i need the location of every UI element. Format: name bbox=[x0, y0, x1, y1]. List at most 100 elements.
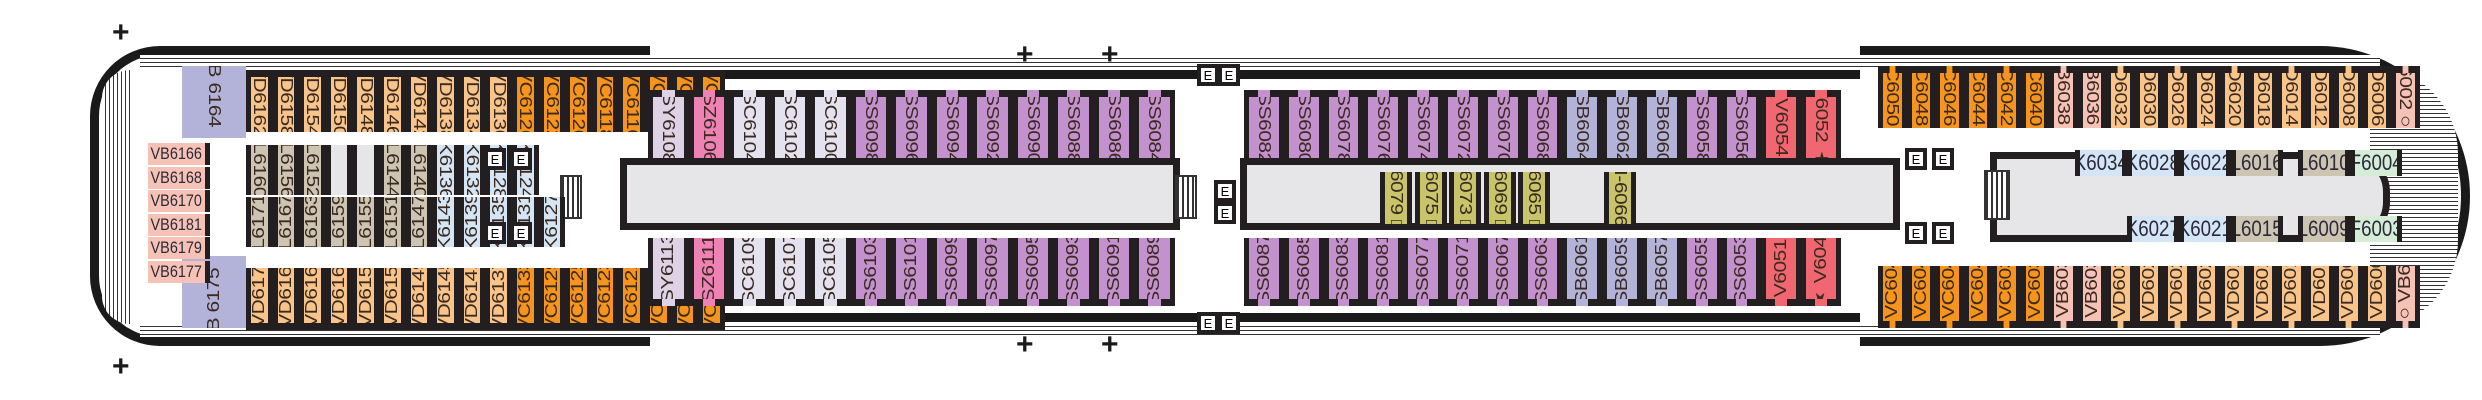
cabin-vc6122[interactable]: VC6122 bbox=[538, 70, 566, 132]
cabin-vd6032[interactable]: VD6032○ bbox=[2106, 66, 2135, 128]
cabin-l6156[interactable]: L6156 bbox=[272, 145, 300, 195]
cabin-ss6063[interactable]: SS6063 bbox=[1522, 238, 1563, 306]
cabin-ss6053[interactable]: SS6053 bbox=[1721, 238, 1762, 306]
cabin-ss6078[interactable]: SS6078 bbox=[1323, 90, 1364, 158]
cabin-vb6035[interactable]: □VB6035 bbox=[2049, 266, 2078, 328]
cabin-ss6103[interactable]: SS6103 bbox=[850, 238, 891, 306]
cabin-ss6077[interactable]: SS6077 bbox=[1403, 238, 1443, 306]
cabin-vb6177[interactable]: VB6177 bbox=[148, 260, 210, 283]
cabin-vc6133[interactable]: VC6133 bbox=[512, 268, 539, 330]
cabin-vd6024[interactable]: VD6024○ bbox=[2191, 66, 2220, 128]
cabin-vd6026[interactable]: VD6026○ bbox=[2163, 66, 2192, 128]
cabin-vd6011[interactable]: ○VD6011 bbox=[2305, 266, 2334, 328]
cabin-l6171[interactable]: L6171 bbox=[246, 197, 273, 247]
cabin-f6004[interactable]: F6004 bbox=[2350, 150, 2402, 176]
cabin-vc6040[interactable]: VC6040○ bbox=[2020, 66, 2049, 128]
cabin-sb6057[interactable]: SB6057 bbox=[1642, 238, 1682, 306]
cabin-vc6129[interactable]: VC6129 bbox=[538, 268, 566, 330]
cabin-ss6086[interactable]: SS6086 bbox=[1093, 90, 1134, 158]
cabin-l6015[interactable]: L6015 bbox=[2231, 216, 2283, 242]
cabin-sc6100[interactable]: SC6100 bbox=[810, 90, 851, 158]
cabin-sy6108[interactable]: SY6108 bbox=[648, 90, 689, 158]
cabin-ss6072[interactable]: SS6072 bbox=[1443, 90, 1483, 158]
cabin-vd6148[interactable]: VD6148* bbox=[352, 70, 379, 132]
cabin-ss6084[interactable]: SS6084 bbox=[1134, 90, 1175, 158]
cabin-k6022[interactable]: K6022 bbox=[2179, 150, 2231, 176]
cabin-vd6007[interactable]: ○VD6007 bbox=[2334, 266, 2363, 328]
cabin-ss6067[interactable]: SS6067 bbox=[1482, 238, 1523, 306]
cabin-l6151[interactable]: L6151 bbox=[379, 197, 406, 247]
cabin-ss6056[interactable]: SS6056 bbox=[1721, 90, 1762, 158]
cabin-vc6120[interactable]: VC6120 bbox=[565, 70, 592, 132]
cabin-ss6068[interactable]: SS6068 bbox=[1522, 90, 1563, 158]
cabin-sb6059[interactable]: SB6059 bbox=[1602, 238, 1642, 306]
cabin-vd6161[interactable]: *VD6161 bbox=[325, 268, 353, 330]
cabin-sz6106[interactable]: SZ6106 bbox=[688, 90, 729, 158]
cabin-sy6113[interactable]: SY6113 bbox=[648, 238, 689, 306]
cabin-ss6099[interactable]: SS6099 bbox=[931, 238, 972, 306]
cabin-ss6101[interactable]: SS6101 bbox=[891, 238, 932, 306]
cabin-vd6142[interactable]: VD6142 bbox=[405, 70, 433, 132]
cabin-vd6030[interactable]: VD6030○ bbox=[2134, 66, 2163, 128]
cabin-ss6080[interactable]: SS6080 bbox=[1283, 90, 1324, 158]
cabin-k6143[interactable]: K6143 bbox=[432, 197, 459, 247]
cabin-sb6061[interactable]: SB6061 bbox=[1562, 238, 1603, 306]
cabin-vd6025[interactable]: ○VD6025 bbox=[2163, 266, 2192, 328]
cabin-sc6109[interactable]: SC6109 bbox=[729, 238, 770, 306]
cabin-sc6102[interactable]: SC6102 bbox=[769, 90, 810, 158]
cabin-l6147[interactable]: L6147 bbox=[405, 197, 433, 247]
cabin-ss6081[interactable]: SS6081 bbox=[1363, 238, 1404, 306]
cabin-ss6087[interactable]: SS6087 bbox=[1244, 238, 1284, 306]
cabin-vc6043[interactable]: ○VC6043 bbox=[1935, 266, 1964, 328]
cabin-l6140[interactable]: L6140 bbox=[405, 145, 433, 195]
cabin-vd6018[interactable]: VD6018○ bbox=[2248, 66, 2277, 128]
cabin-vb6033[interactable]: □VB6033 bbox=[2077, 266, 2106, 328]
cabin-l6167[interactable]: L6167 bbox=[272, 197, 300, 247]
cabin-sb6164[interactable]: SB 6164 ○ bbox=[182, 66, 246, 138]
cabin-vd6153[interactable]: *VD6153 bbox=[379, 268, 406, 330]
cabin-v6051[interactable]: V6051 bbox=[1761, 238, 1802, 306]
cabin-k6027[interactable]: K6027 bbox=[2127, 216, 2179, 242]
cabin-vd6145[interactable]: VD6145 bbox=[432, 268, 459, 330]
cabin-vd6008[interactable]: VD6008○ bbox=[2334, 66, 2363, 128]
cabin-vc6042[interactable]: VC6042○ bbox=[1992, 66, 2021, 128]
cabin-vb6179[interactable]: VB6179 bbox=[148, 237, 210, 259]
cabin-k6132[interactable]: K6132 bbox=[458, 145, 486, 195]
cabin-vc6126[interactable]: VC6126 bbox=[512, 70, 539, 132]
cabin-k6127[interactable]: K6127 bbox=[538, 197, 566, 247]
cabin-ss6071[interactable]: SS6071 bbox=[1443, 238, 1483, 306]
cabin-l6159[interactable]: L6159 bbox=[325, 197, 353, 247]
cabin-vd6162[interactable]: VD6162* bbox=[246, 70, 273, 132]
cabin-vb6166[interactable]: VB6166 bbox=[148, 143, 210, 165]
cabin-k6139[interactable]: K6139 bbox=[458, 197, 486, 247]
cabin-v6049[interactable]: ★ V6049 bbox=[1801, 238, 1841, 306]
cabin-ss6094[interactable]: SS6094 bbox=[931, 90, 972, 158]
cabin-vd6154[interactable]: VD6154* bbox=[299, 70, 326, 132]
cabin-vd6019[interactable]: ○VD6019 bbox=[2220, 266, 2249, 328]
cabin-ss6097[interactable]: SS6097 bbox=[972, 238, 1013, 306]
cabin-ss6085[interactable]: SS6085 bbox=[1283, 238, 1324, 306]
cabin-vd6012[interactable]: VD6012○ bbox=[2305, 66, 2334, 128]
cabin-vd6165[interactable]: *VD6165 bbox=[299, 268, 326, 330]
cabin-vc6044[interactable]: VC6044○ bbox=[1963, 66, 1992, 128]
cabin-vd6023[interactable]: ○VD6023 bbox=[2191, 266, 2220, 328]
cabin-l6009[interactable]: L6009 bbox=[2298, 216, 2350, 242]
cabin-ss6096[interactable]: SS6096 bbox=[891, 90, 932, 158]
cabin-i-6075[interactable]: I-6075□ bbox=[1415, 172, 1447, 224]
cabin-vd6029[interactable]: ○VD6029 bbox=[2134, 266, 2163, 328]
cabin-i-6069[interactable]: I-6069□ bbox=[1484, 172, 1516, 224]
cabin-ss6058[interactable]: SS6058 bbox=[1681, 90, 1722, 158]
cabin-vb6038[interactable]: VB6038□ bbox=[2049, 66, 2078, 128]
cabin-k6136[interactable]: K6136 bbox=[432, 145, 459, 195]
cabin-vd6006[interactable]: VD6006○ bbox=[2362, 66, 2391, 128]
cabin-sb6064[interactable]: SB6064 bbox=[1562, 90, 1603, 158]
cabin-vd6137[interactable]: VD6137 bbox=[485, 268, 512, 330]
cabin-i-6065[interactable]: I-6065□ bbox=[1518, 172, 1550, 224]
cabin-i-6079[interactable]: I-6079□ bbox=[1380, 172, 1412, 224]
cabin-ss6090[interactable]: SS6090 bbox=[1012, 90, 1053, 158]
cabin-vd6017[interactable]: ○VD6017 bbox=[2248, 266, 2277, 328]
cabin-vd6020[interactable]: VD6020○ bbox=[2220, 66, 2249, 128]
cabin-vd6157[interactable]: *VD6157 bbox=[352, 268, 379, 330]
cabin-l6144[interactable]: L6144 bbox=[379, 145, 406, 195]
cabin-vc6047[interactable]: ○VC6047 bbox=[1878, 266, 1907, 328]
